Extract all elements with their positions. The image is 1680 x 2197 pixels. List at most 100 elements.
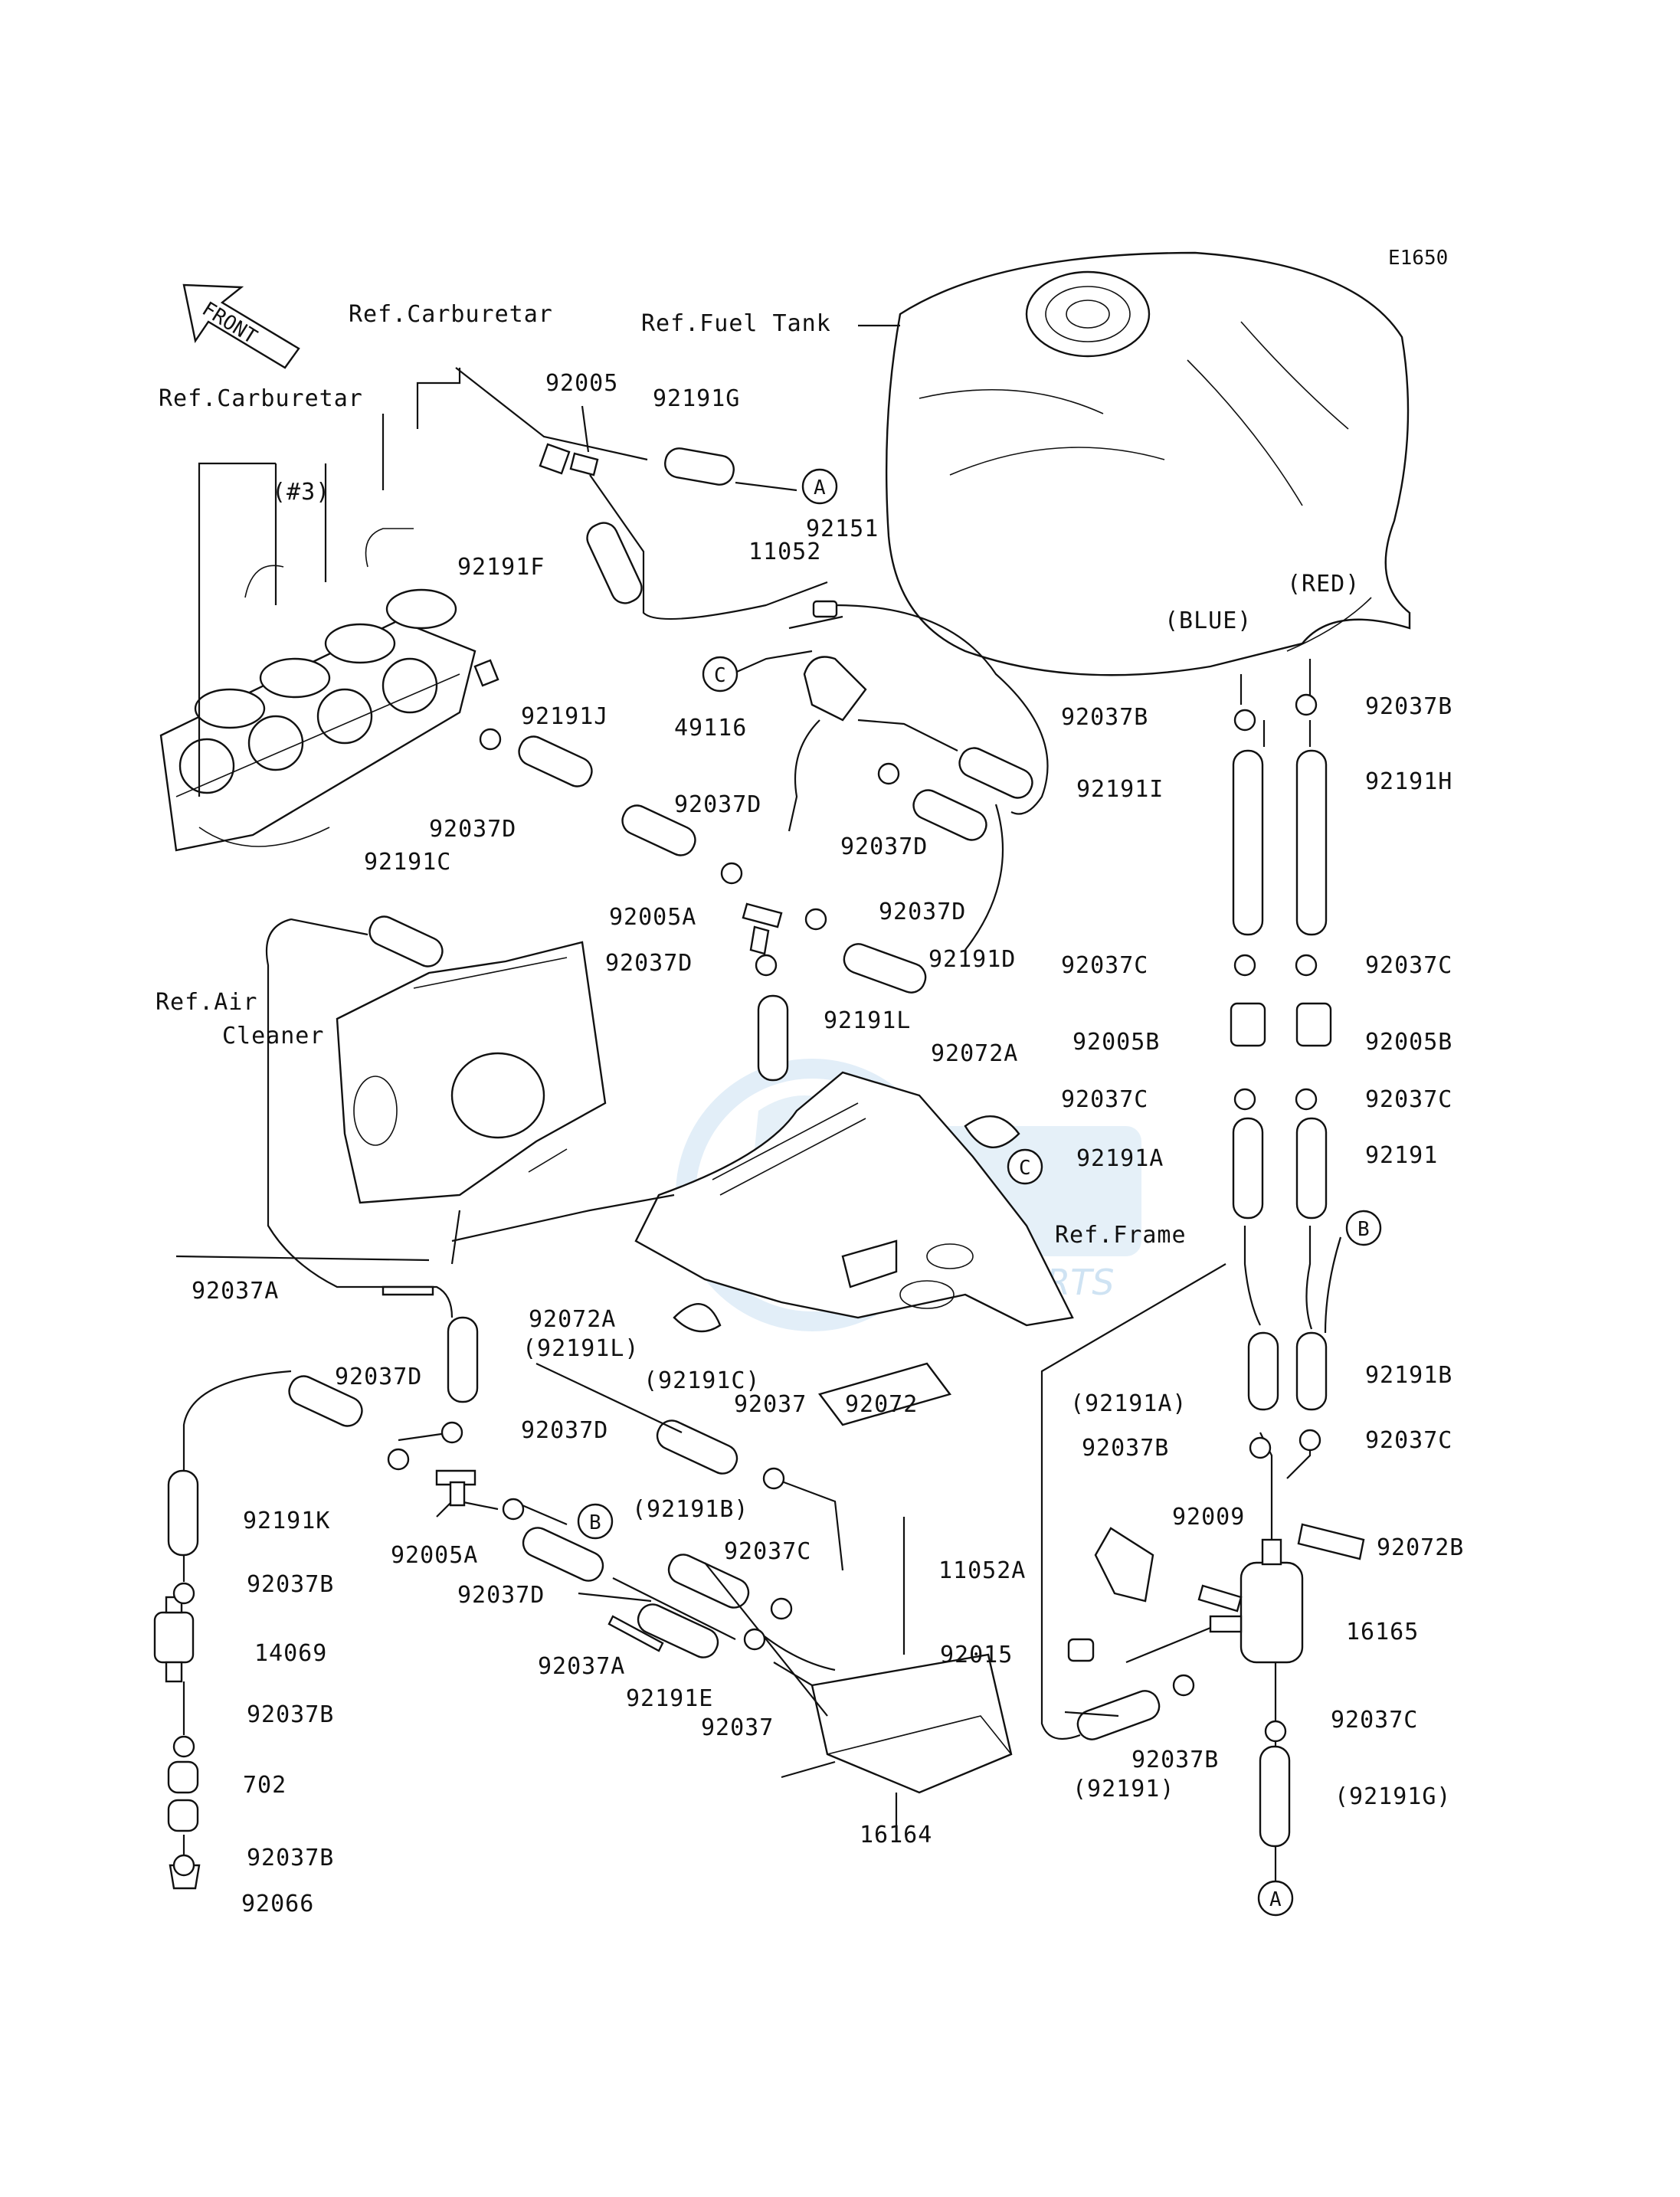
ref-air-label-1: Ref.Air <box>156 989 257 1016</box>
part-49116: 49116 <box>674 715 747 742</box>
part-92005A-a: 92005A <box>609 904 696 931</box>
part-11052: 11052 <box>748 539 821 565</box>
part-92037D-e: 92037D <box>605 950 693 977</box>
part-92037-a: 92037 <box>734 1391 807 1418</box>
part-92037A-a: 92037A <box>192 1278 279 1305</box>
part-92191J: 92191J <box>521 703 608 730</box>
part-92015: 92015 <box>940 1642 1013 1668</box>
fittings <box>169 443 1365 1890</box>
part-92005: 92005 <box>545 370 618 397</box>
svg-text:C: C <box>714 664 726 687</box>
part-92072: 92072 <box>845 1391 918 1418</box>
part-92037D-c: 92037D <box>840 833 928 860</box>
part-92009: 92009 <box>1172 1504 1245 1531</box>
clamps <box>172 693 1321 1877</box>
part-92037D-a: 92037D <box>429 816 516 843</box>
leader-lines <box>175 324 1342 1892</box>
part-16164: 16164 <box>860 1822 932 1848</box>
part-92191K: 92191K <box>243 1508 330 1534</box>
part-92191A: 92191A <box>1076 1145 1164 1172</box>
part-92037D-d: 92037D <box>879 899 966 925</box>
part-92191L: 92191L <box>824 1007 911 1034</box>
fuel-filter <box>153 1596 195 1683</box>
carburetor-assembly <box>159 528 499 852</box>
connector-c-frame: C <box>1007 1148 1043 1185</box>
svg-text:A: A <box>814 476 826 499</box>
part-92191-paren: (92191) <box>1073 1776 1174 1802</box>
svg-text:B: B <box>1357 1218 1370 1241</box>
part-92072B: 92072B <box>1377 1534 1464 1561</box>
svg-text:B: B <box>589 1511 601 1534</box>
part-92191H: 92191H <box>1365 768 1452 795</box>
part-92037B-b: 92037B <box>1365 693 1452 720</box>
part-92037B-e: 92037B <box>1131 1747 1219 1773</box>
part-92037D-g: 92037D <box>521 1417 608 1444</box>
part-92191G: 92191G <box>653 385 740 412</box>
part-92191I: 92191I <box>1076 776 1164 803</box>
part-92005B-a: 92005B <box>1073 1029 1160 1056</box>
connector-b-right: B <box>1345 1210 1382 1246</box>
part-92191F: 92191F <box>457 554 545 581</box>
part-92037D-f: 92037D <box>335 1364 422 1390</box>
connector-a-top: A <box>801 468 838 505</box>
part-92191: 92191 <box>1365 1142 1438 1169</box>
front-arrow-icon: FRONT <box>182 283 300 369</box>
part-92191B: 92191B <box>1365 1362 1452 1389</box>
part-92037B-d: 92037B <box>247 1571 334 1598</box>
part-92037A-b: 92037A <box>538 1653 625 1680</box>
part-92037C-e: 92037C <box>1365 1427 1452 1454</box>
part-92191E: 92191E <box>626 1685 713 1712</box>
fuel-tank <box>885 251 1411 676</box>
figure-code: E1650 <box>1388 247 1448 270</box>
part-92037C-f: 92037C <box>724 1538 811 1565</box>
ref-frame: Ref.Frame <box>1055 1222 1187 1249</box>
fuel-pump <box>1209 1538 1304 1664</box>
part-16165: 16165 <box>1346 1619 1419 1645</box>
part-92191B-paren: (92191B) <box>632 1496 749 1523</box>
part-92191G-paren: (92191G) <box>1335 1783 1452 1810</box>
svg-text:C: C <box>1019 1157 1031 1180</box>
part-92037-b: 92037 <box>701 1714 774 1741</box>
carb-no3-label: (#3) <box>272 479 330 506</box>
part-92037C-d: 92037C <box>1365 1086 1452 1113</box>
part-92191D: 92191D <box>928 946 1016 973</box>
part-702: 702 <box>243 1772 287 1799</box>
hose-color-red: (RED) <box>1287 571 1360 598</box>
part-92191L-paren: (92191L) <box>522 1335 640 1362</box>
part-92037B-g: 92037B <box>247 1845 334 1871</box>
part-92072A-a: 92072A <box>931 1040 1018 1067</box>
canister <box>811 1653 1013 1794</box>
part-92037B-f: 92037B <box>247 1701 334 1728</box>
part-92037C-c: 92037C <box>1061 1086 1148 1113</box>
hose-color-blue: (BLUE) <box>1164 607 1252 634</box>
part-92037C-g: 92037C <box>1331 1707 1418 1734</box>
part-14069: 14069 <box>254 1640 327 1667</box>
fuel-valve <box>788 656 867 832</box>
ref-air-label-2: Cleaner <box>222 1023 324 1049</box>
connector-b-lower: B <box>577 1503 614 1540</box>
part-92191A-paren: (92191A) <box>1070 1390 1187 1417</box>
connector-c-left: C <box>702 656 738 692</box>
frame <box>634 1071 1074 1327</box>
part-92072A-b: 92072A <box>529 1306 616 1333</box>
svg-text:A: A <box>1269 1888 1282 1911</box>
part-92037C-b: 92037C <box>1365 952 1452 979</box>
part-92037C-a: 92037C <box>1061 952 1148 979</box>
hoses <box>167 447 1328 1848</box>
part-labels: 92005 92191G 92191F 11052 92151 49116 92… <box>192 370 1464 1917</box>
part-92005A-b: 92005A <box>391 1542 478 1569</box>
part-92037B-c: 92037B <box>1082 1435 1169 1462</box>
ref-fuel-tank: Ref.Fuel Tank <box>641 310 831 337</box>
ref-carburetor-left: Ref.Carburetar <box>159 385 363 412</box>
part-92191C: 92191C <box>364 849 451 876</box>
connector-a-bottom: A <box>1257 1880 1294 1917</box>
ref-carburetor-top: Ref.Carburetar <box>349 301 553 328</box>
part-92066: 92066 <box>241 1891 314 1917</box>
air-cleaner <box>336 941 607 1204</box>
part-92191C-paren: (92191C) <box>644 1367 761 1394</box>
part-92151: 92151 <box>806 516 879 542</box>
part-92037B-a: 92037B <box>1061 704 1148 731</box>
part-92037D-b: 92037D <box>674 791 761 818</box>
part-92037D-h: 92037D <box>457 1582 545 1609</box>
